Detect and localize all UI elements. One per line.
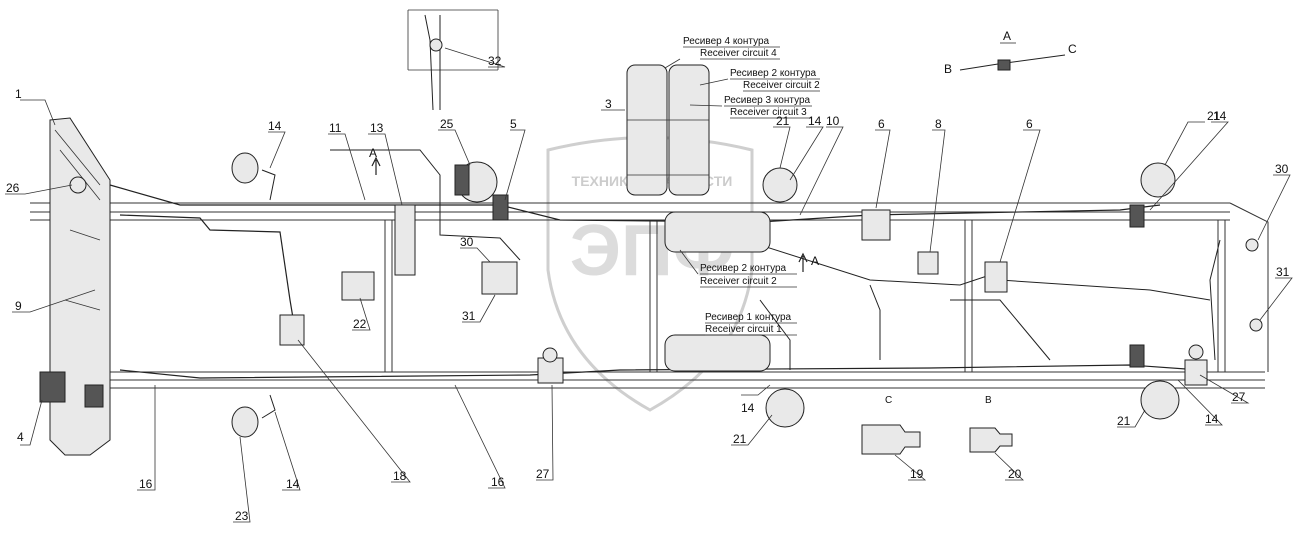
- valve-6-left: [861, 209, 891, 241]
- callout-21d: 21: [1117, 414, 1131, 428]
- receiver-4-ru: Ресивер 4 контура: [683, 36, 770, 47]
- receiver-4-en: Receiver circuit 4: [700, 48, 777, 59]
- callout-16b: 16: [491, 475, 505, 489]
- callout-14c: 14: [1213, 109, 1227, 123]
- callout-23: 23: [235, 509, 249, 523]
- callout-19: 19: [910, 467, 924, 481]
- receiver-circuit-1: [664, 334, 771, 372]
- callout-30a: 30: [460, 235, 474, 249]
- fitting-20: [969, 427, 1013, 453]
- front-brake-chamber-top: [231, 152, 259, 184]
- receiver-2-mid-ru: Ресивер 2 контура: [700, 263, 787, 274]
- callout-14d: 14: [741, 401, 755, 415]
- receiver-circuit-2: [664, 211, 771, 253]
- receiver-3-ru: Ресивер 3 контура: [724, 95, 811, 106]
- receiver-3-en: Receiver circuit 3: [730, 107, 807, 118]
- callout-14f: 14: [286, 477, 300, 491]
- callout-22: 22: [353, 317, 367, 331]
- callout-20: 20: [1008, 467, 1022, 481]
- callout-9: 9: [15, 299, 22, 313]
- callout-26: 26: [6, 181, 20, 195]
- front-axle: [39, 117, 111, 456]
- brake-chamber-rear-bottom: [1140, 380, 1180, 420]
- callout-18: 18: [393, 469, 407, 483]
- callout-31a: 31: [462, 309, 476, 323]
- callout-21a: 21: [776, 114, 790, 128]
- callout-14e: 14: [1205, 412, 1219, 426]
- receiver-labels: Ресивер 4 контура Receiver circuit 4 Рес…: [664, 36, 820, 336]
- receiver-1-ru: Ресивер 1 контура: [705, 312, 792, 323]
- valve-18: [279, 314, 305, 346]
- fitting-c-letter: C: [885, 395, 892, 406]
- callout-14a: 14: [268, 119, 282, 133]
- receiver-circuit-4: [626, 64, 668, 196]
- callout-21c: 21: [733, 432, 747, 446]
- receiver-1-en: Receiver circuit 1: [705, 324, 782, 335]
- callout-1: 1: [15, 87, 22, 101]
- view-letter-a-left: A: [369, 146, 377, 160]
- brake-chamber-rear-top: [1140, 162, 1176, 198]
- front-brake-chamber-bottom: [231, 406, 259, 438]
- valve-block-30-31: [481, 261, 518, 295]
- view-arrows: A A: [369, 146, 819, 272]
- callout-4: 4: [17, 430, 24, 444]
- valve-6-right: [984, 261, 1008, 293]
- valve-22: [341, 271, 375, 301]
- callout-3: 3: [605, 97, 612, 111]
- callout-14b: 14: [808, 114, 822, 128]
- fitting-19: [861, 424, 921, 455]
- detail-c-letter: C: [1068, 42, 1077, 56]
- callout-27a: 27: [536, 467, 550, 481]
- dryer-13: [394, 204, 416, 276]
- callouts: 1 3 4 5 6 6 8 9 10 11 13 14 14 14 14 14: [5, 47, 1293, 523]
- callout-5: 5: [510, 117, 517, 131]
- view-letter-a-mid: A: [811, 254, 819, 268]
- callout-31b: 31: [1276, 265, 1290, 279]
- valve-27-right: [1184, 359, 1208, 386]
- callout-11: 11: [329, 121, 342, 135]
- callout-10: 10: [826, 114, 840, 128]
- callout-30b: 30: [1275, 162, 1289, 176]
- callout-25: 25: [440, 117, 454, 131]
- receiver-2-top-en: Receiver circuit 2: [743, 80, 820, 91]
- brake-chamber-mid-top: [762, 167, 798, 203]
- receiver-circuit-3: [668, 64, 710, 196]
- receiver-2-mid-en: Receiver circuit 2: [700, 276, 777, 287]
- brake-chamber-mid-bottom: [765, 388, 805, 428]
- valve-8: [917, 251, 939, 275]
- detail-a-letter: A: [1003, 29, 1011, 43]
- detail-b-letter: B: [944, 62, 952, 76]
- fitting-b-letter: B: [985, 395, 992, 406]
- components: [231, 9, 1263, 455]
- callout-6a: 6: [878, 117, 885, 131]
- callout-32: 32: [488, 54, 502, 68]
- callout-16a: 16: [139, 477, 153, 491]
- callout-21b: 21: [1207, 109, 1221, 123]
- receiver-2-top-ru: Ресивер 2 контура: [730, 68, 817, 79]
- detail-letters: A B C C B: [885, 29, 1077, 406]
- callout-27b: 27: [1232, 390, 1246, 404]
- callout-13: 13: [370, 121, 384, 135]
- callout-6b: 6: [1026, 117, 1033, 131]
- callout-8: 8: [935, 117, 942, 131]
